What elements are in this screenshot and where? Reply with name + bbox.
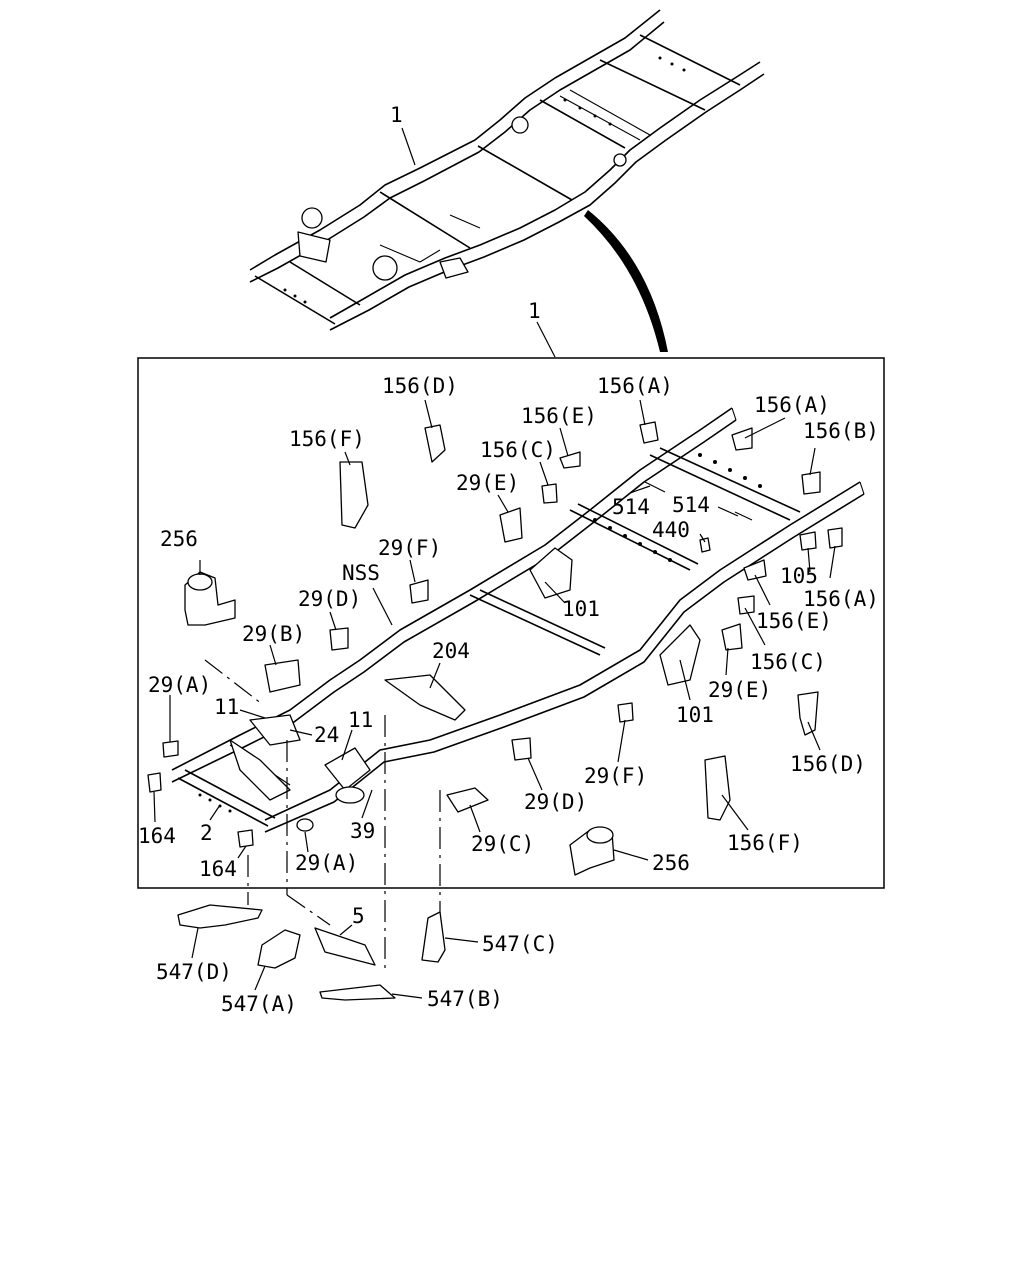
part-callout: 29(E) [456, 471, 519, 495]
part-callout: 29(C) [471, 832, 534, 856]
part-callout: 39 [350, 819, 375, 843]
part-callout: 514 [672, 493, 710, 517]
part-callout: 156(C) [750, 650, 826, 674]
part-callout: 156(F) [289, 427, 365, 451]
part-callout: 101 [562, 597, 600, 621]
part-callout: 29(D) [524, 790, 587, 814]
part-callout: 204 [432, 639, 470, 663]
part-callout: 5 [352, 904, 365, 928]
part-callout: 547(B) [427, 987, 503, 1011]
part-callout: 29(A) [148, 673, 211, 697]
part-callout: 156(A) [597, 374, 673, 398]
part-callout: 156(A) [803, 587, 879, 611]
part-callout: 156(D) [790, 752, 866, 776]
part-callout: 101 [676, 703, 714, 727]
frame-detail [171, 407, 865, 833]
part-callout: 29(B) [242, 622, 305, 646]
part-callout: 1 [528, 299, 541, 323]
part-callout: 29(A) [295, 851, 358, 875]
part-callout: 156(B) [803, 419, 879, 443]
part-callout: 2 [200, 821, 213, 845]
part-callout: 11 [214, 695, 239, 719]
part-callout: 547(C) [482, 932, 558, 956]
part-callout: 156(E) [521, 404, 597, 428]
lower-leaders [191, 924, 479, 999]
part-callout: 1 [390, 103, 403, 127]
loose-parts [147, 421, 843, 876]
part-callout: 156(F) [727, 831, 803, 855]
part-callout: 24 [314, 723, 339, 747]
part-callout: 514 [612, 495, 650, 519]
part-callout: 29(F) [584, 764, 647, 788]
part-callout: 29(D) [298, 587, 361, 611]
part-callout: 11 [348, 708, 373, 732]
part-callout: 256 [652, 851, 690, 875]
part-callout: 156(D) [382, 374, 458, 398]
detail-box [137, 357, 885, 889]
lower-parts [177, 904, 446, 1001]
part-callout: 440 [652, 518, 690, 542]
part-callout: 156(A) [754, 393, 830, 417]
callout-leaders [153, 399, 836, 861]
part-callout: 164 [138, 824, 176, 848]
part-callout: NSS [342, 561, 380, 585]
callout-labels: 156(D) 156(A) 156(E) 156(A) 156(F) 156(C… [138, 374, 879, 1016]
frame-assembly-overview [249, 9, 765, 331]
zoom-arrow [584, 210, 668, 352]
part-callout: 156(E) [756, 609, 832, 633]
part-callout: 105 [780, 564, 818, 588]
extension-lines [247, 715, 441, 970]
part-callout: 29(E) [708, 678, 771, 702]
part-callout: 256 [160, 527, 198, 551]
part-callout: 547(D) [156, 960, 232, 984]
part-callout: 164 [199, 857, 237, 881]
part-callout: 547(A) [221, 992, 297, 1016]
part-callout: 156(C) [480, 438, 556, 462]
part-callout: 29(F) [378, 536, 441, 560]
